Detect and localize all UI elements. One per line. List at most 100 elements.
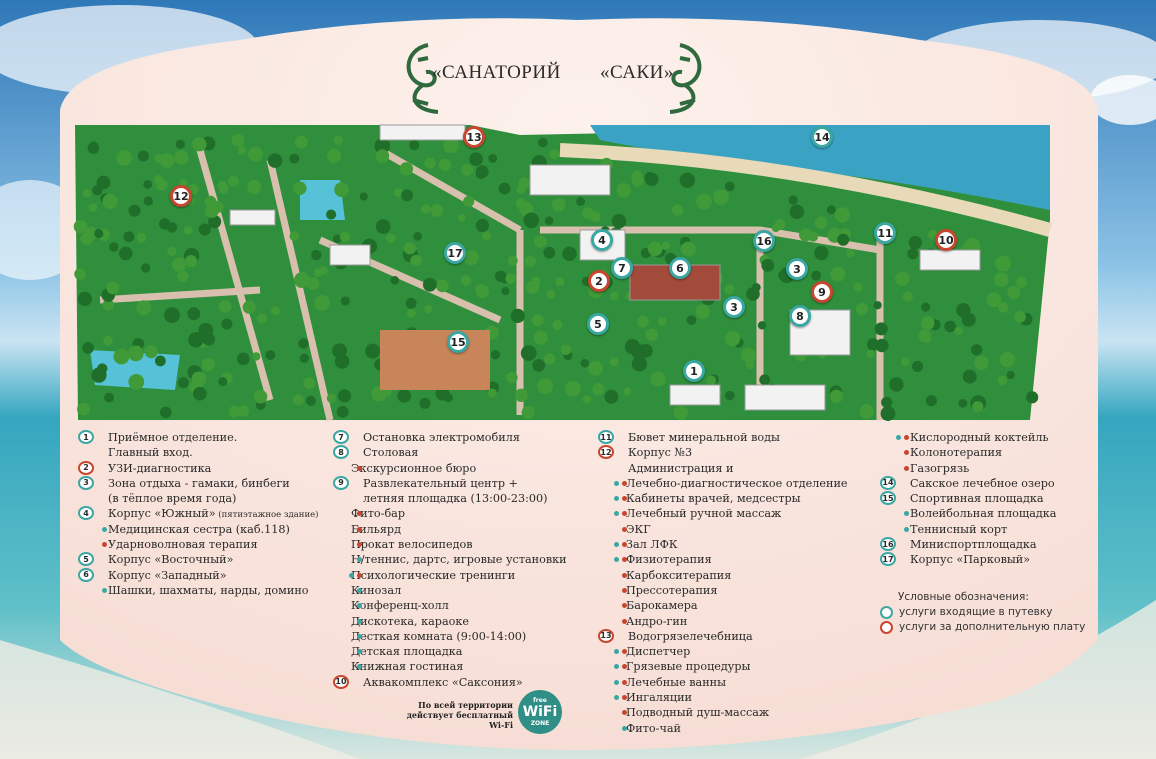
tree	[375, 149, 390, 163]
tree	[881, 396, 893, 408]
tree	[624, 339, 641, 355]
legend-text: Детская площадка	[351, 645, 463, 659]
tree	[94, 228, 104, 239]
legend-item: Газогрязь	[880, 461, 1056, 476]
legend-text: Корпус «Парковый»	[910, 553, 1031, 567]
service-dots-icon	[904, 511, 909, 517]
tree	[814, 245, 829, 261]
tree	[740, 347, 756, 363]
tree	[228, 405, 241, 418]
tree	[506, 371, 518, 384]
tree	[814, 216, 828, 230]
tree	[237, 405, 250, 417]
tree	[487, 388, 497, 398]
map-marker-4[interactable]: 4	[591, 229, 613, 251]
tree	[337, 389, 352, 403]
service-dots-icon	[357, 618, 362, 624]
tree	[267, 153, 283, 168]
service-dots-icon	[622, 603, 627, 609]
legend-item: Подводный душ-массаж	[598, 705, 848, 720]
map-marker-3[interactable]: 3	[723, 296, 745, 318]
map-marker-10[interactable]: 10	[935, 229, 957, 251]
tree	[647, 241, 663, 257]
map-marker-7[interactable]: 7	[611, 257, 633, 279]
tree	[311, 249, 322, 261]
legend-item: Прокат велосипедов	[333, 537, 567, 552]
tree	[116, 150, 132, 166]
legend-item: Психологические тренинги	[333, 568, 567, 583]
tree	[375, 219, 391, 234]
legend-text: Карбокситерапия	[626, 568, 732, 582]
tree	[552, 319, 563, 331]
map-marker-3[interactable]: 3	[786, 258, 808, 280]
map-marker-6[interactable]: 6	[669, 257, 691, 279]
tree	[128, 374, 145, 390]
map-marker-2[interactable]: 2	[588, 270, 610, 292]
tree	[293, 181, 307, 195]
legend-text: Спортивная площадка	[910, 492, 1044, 506]
tree	[187, 307, 201, 321]
tree	[184, 254, 198, 268]
map-marker-8[interactable]: 8	[789, 305, 811, 327]
tree	[128, 204, 141, 217]
legend-item: Андро-гин	[598, 614, 848, 629]
tree	[218, 184, 229, 194]
legend-text: Грязевые процедуры	[626, 660, 751, 674]
map-marker-12[interactable]: 12	[170, 185, 192, 207]
tree	[198, 322, 214, 338]
legend-text: Бювет минеральной воды	[628, 431, 780, 444]
tree	[359, 192, 368, 201]
tree	[457, 214, 466, 223]
tree	[314, 295, 331, 311]
map-marker-5[interactable]: 5	[587, 313, 609, 335]
map-marker-13[interactable]: 13	[463, 126, 485, 148]
legend-text: Колонотерапия	[910, 446, 1003, 460]
tree	[746, 287, 760, 301]
tree	[141, 263, 151, 273]
tree	[174, 150, 189, 165]
legend-text: Миниспортплощадка	[910, 538, 1037, 552]
pond	[300, 180, 345, 220]
legend-text: Шашки, шахматы, нарды, домино	[108, 583, 309, 597]
ornament-left-icon	[406, 43, 439, 114]
map-marker-14[interactable]: 14	[811, 126, 833, 148]
legend-item: Конференц-холл	[333, 598, 567, 613]
tree	[501, 287, 510, 296]
legend-number-badge: 11	[598, 430, 614, 444]
map-marker-16[interactable]: 16	[753, 230, 775, 252]
service-dots-icon	[357, 465, 362, 471]
tree	[423, 304, 433, 314]
legend-item: Барокамера	[598, 598, 848, 613]
tree	[167, 246, 177, 256]
tree	[623, 387, 632, 396]
tree	[313, 268, 323, 278]
tree	[172, 257, 187, 272]
map-marker-17[interactable]: 17	[444, 242, 466, 264]
tree	[498, 182, 511, 195]
map-marker-15[interactable]: 15	[447, 331, 469, 353]
legend-item: Администрация и	[598, 461, 848, 476]
tree	[873, 301, 882, 310]
tree	[394, 188, 403, 198]
map-marker-9[interactable]: 9	[811, 281, 833, 303]
tree	[208, 215, 222, 229]
service-dots-icon	[896, 435, 909, 440]
tree	[123, 231, 135, 243]
title-saki: «САКИ»	[600, 62, 674, 83]
map-marker-11[interactable]: 11	[874, 222, 896, 244]
tree	[609, 357, 619, 367]
legend-text: Книжная гостиная	[351, 660, 464, 674]
tree	[724, 330, 741, 347]
legend-item: Экскурсионное бюро	[333, 461, 567, 476]
service-dots-icon	[622, 725, 627, 731]
tree	[514, 388, 528, 402]
tree	[365, 343, 381, 359]
tree	[695, 193, 712, 210]
map-marker-1[interactable]: 1	[683, 360, 705, 382]
tree	[326, 209, 337, 220]
tree	[409, 139, 420, 151]
legend-text: (в тёплое время года)	[108, 492, 237, 506]
tree	[997, 375, 1008, 386]
